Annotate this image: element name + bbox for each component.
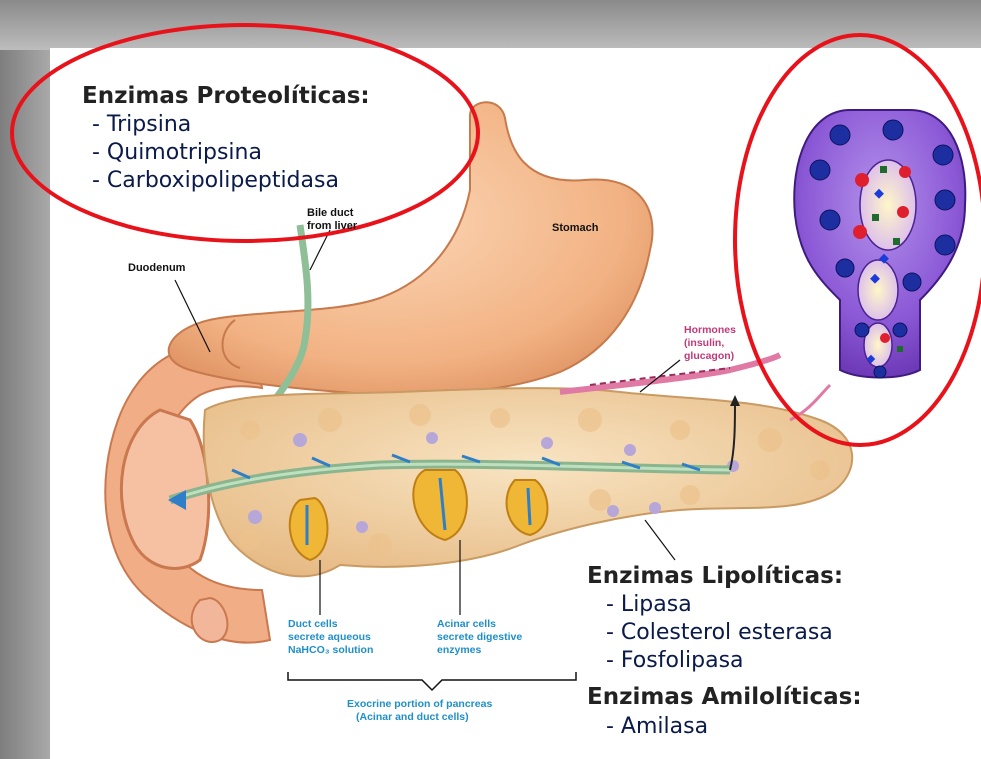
- bile-duct-label: from liver: [307, 220, 357, 232]
- duct-cells-label: NaHCO₃ solution: [288, 644, 373, 656]
- hormones-label: glucagon): [684, 350, 734, 362]
- acinar-cells-label: Acinar cells: [437, 618, 496, 630]
- lipolytic-item: - Lipasa: [606, 592, 692, 617]
- bile-duct-label: Bile duct: [307, 207, 353, 219]
- pancreas: [168, 388, 852, 576]
- lipolytic-heading: Enzimas Lipolíticas:: [587, 563, 843, 589]
- acinar-cells-label: enzymes: [437, 644, 481, 656]
- proteolytic-item: - Quimotripsina: [92, 140, 262, 165]
- duct-cells-label: secrete aqueous: [288, 631, 371, 643]
- amylolytic-item: - Amilasa: [606, 714, 708, 739]
- exocrine-label: Exocrine portion of pancreas: [347, 698, 492, 710]
- exocrine-label: (Acinar and duct cells): [356, 711, 469, 723]
- lipolytic-item: - Colesterol esterasa: [606, 620, 833, 645]
- acinar-cells-label: secrete digestive: [437, 631, 522, 643]
- hormones-label: Hormones: [684, 324, 736, 336]
- hormone-vessel: [560, 355, 780, 392]
- highlight-circle-proteolytic: [12, 25, 478, 241]
- hormones-label: (insulin,: [684, 337, 724, 349]
- acinus-cell-cluster: [794, 110, 965, 378]
- stomach-label: Stomach: [552, 222, 598, 234]
- proteolytic-item: - Carboxipolipeptidasa: [92, 168, 339, 193]
- amylolytic-heading: Enzimas Amilolíticas:: [587, 684, 862, 710]
- duodenum-label: Duodenum: [128, 262, 185, 274]
- duct-cells-label: Duct cells: [288, 618, 338, 630]
- proteolytic-heading: Enzimas Proteolíticas:: [82, 83, 370, 109]
- proteolytic-item: - Tripsina: [92, 112, 191, 137]
- lipolytic-item: - Fosfolipasa: [606, 648, 744, 673]
